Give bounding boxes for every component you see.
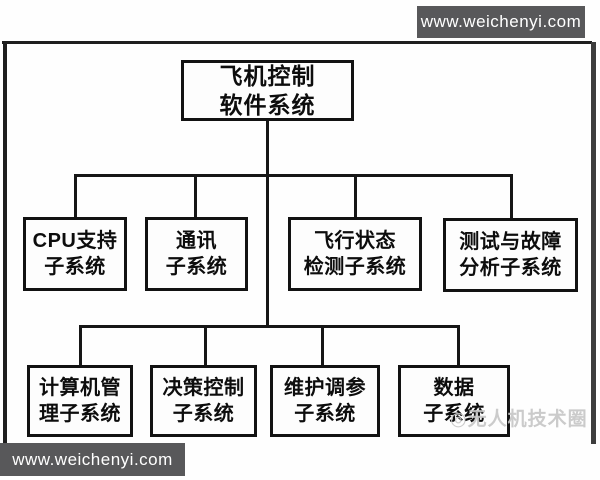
connector-root-stem — [266, 119, 269, 328]
connector-tier1-rail — [74, 174, 513, 177]
node-label-line: 通讯 — [176, 230, 217, 252]
connector-drop-maintenance-tuning — [321, 325, 324, 366]
connector-drop-cpu-support — [74, 174, 77, 218]
connector-drop-computer-management — [79, 325, 82, 366]
node-data-subsystem: 数据 子系统 — [398, 365, 510, 437]
connector-drop-test-fault — [510, 174, 513, 219]
connector-drop-data — [457, 325, 460, 366]
node-label-line: 子系统 — [423, 403, 485, 425]
node-maintenance-tuning-subsystem: 维护调参 子系统 — [270, 365, 380, 437]
node-test-fault-analysis-subsystem: 测试与故障 分析子系统 — [443, 218, 578, 292]
node-label-line: 飞机控制 — [219, 62, 316, 89]
frame-top-line — [2, 41, 592, 44]
node-label-line: 子系统 — [172, 403, 235, 425]
node-decision-control-subsystem: 决策控制 子系统 — [150, 365, 257, 437]
watermark-bar-bottom-left: www.weichenyi.com — [0, 443, 185, 476]
watermark-bar-top-right: www.weichenyi.com — [417, 6, 585, 38]
node-computer-management-subsystem: 计算机管 理子系统 — [27, 365, 133, 437]
node-cpu-support-subsystem: CPU支持 子系统 — [23, 217, 127, 291]
node-label-line: 数据 — [433, 377, 475, 399]
node-label-line: 理子系统 — [39, 403, 121, 425]
node-communication-subsystem: 通讯 子系统 — [145, 217, 248, 291]
watermark-url-text: www.weichenyi.com — [420, 12, 582, 31]
connector-drop-flight-status — [354, 174, 357, 218]
frame-right-line — [591, 42, 596, 444]
node-label-line: 飞行状态 — [314, 230, 396, 252]
connector-tier2-rail — [79, 325, 460, 328]
watermark-url-text: www.weichenyi.com — [12, 449, 173, 469]
connector-drop-communication — [194, 174, 197, 218]
node-label-line: 分析子系统 — [459, 257, 562, 279]
node-label-line: 子系统 — [44, 256, 106, 278]
node-flight-status-detection-subsystem: 飞行状态 检测子系统 — [288, 217, 422, 291]
node-label-line: 维护调参 — [284, 377, 366, 399]
connector-drop-decision-control — [204, 325, 207, 366]
node-label-line: 子系统 — [165, 256, 228, 278]
frame-left-line — [3, 41, 7, 445]
node-root-flight-control-software-system: 飞机控制 软件系统 — [181, 60, 354, 121]
ghost-site-watermark: ◎无人机技术圈 — [450, 409, 588, 430]
node-label-line: 决策控制 — [162, 377, 245, 399]
node-label-line: 检测子系统 — [303, 256, 407, 278]
node-label-line: 测试与故障 — [459, 231, 562, 253]
node-label-line: CPU支持 — [32, 230, 118, 252]
node-label-line: 软件系统 — [219, 91, 316, 118]
node-label-line: 子系统 — [294, 403, 356, 425]
node-label-line: 计算机管 — [39, 377, 121, 399]
